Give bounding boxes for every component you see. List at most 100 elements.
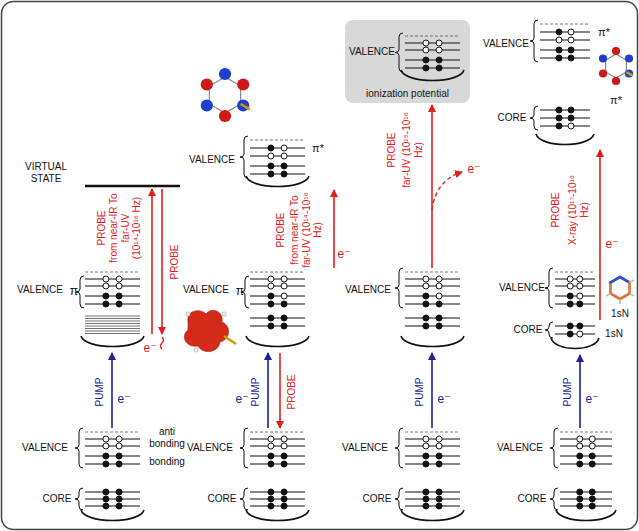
energy-level bbox=[85, 505, 140, 506]
ring-frame bbox=[209, 77, 240, 113]
energy-level bbox=[560, 438, 612, 439]
level-label: VALENCE bbox=[22, 442, 68, 454]
probe-arrow bbox=[431, 105, 433, 268]
energy-level bbox=[250, 147, 305, 148]
electron-dot bbox=[281, 293, 287, 299]
vibrational-hatch bbox=[85, 316, 140, 317]
electron-dot bbox=[103, 283, 109, 289]
energy-level bbox=[250, 155, 305, 156]
empty-level bbox=[405, 432, 460, 433]
energy-level bbox=[560, 491, 612, 492]
empty-level bbox=[85, 432, 140, 433]
energy-level bbox=[555, 285, 595, 286]
electron-dot bbox=[577, 453, 583, 459]
pump-label: PUMP bbox=[94, 378, 106, 407]
level-label: VALENCE bbox=[187, 442, 233, 454]
energy-level bbox=[250, 491, 305, 492]
electron-dot bbox=[567, 283, 573, 289]
electron-dot bbox=[436, 40, 442, 46]
electron-dot bbox=[568, 55, 574, 61]
vibrational-hatch bbox=[85, 318, 140, 319]
energy-level bbox=[540, 39, 590, 40]
energy-level bbox=[560, 498, 612, 499]
electron-dot bbox=[268, 453, 274, 459]
empty-level bbox=[250, 272, 305, 273]
box-fill bbox=[345, 20, 470, 103]
energy-level bbox=[405, 317, 460, 318]
electron-dot bbox=[103, 453, 109, 459]
electron-dot bbox=[556, 47, 562, 53]
level-brace bbox=[530, 106, 538, 130]
probe-arrow bbox=[161, 189, 163, 334]
electron-dot bbox=[423, 503, 429, 509]
electron-dot bbox=[268, 171, 274, 177]
orbital-lobe bbox=[599, 69, 607, 77]
empty-level bbox=[555, 272, 595, 273]
electron-dot bbox=[589, 489, 595, 495]
energy-level bbox=[85, 438, 140, 439]
potential-well bbox=[81, 336, 144, 347]
hydrogen-stick bbox=[630, 280, 634, 282]
substituent-stick bbox=[241, 104, 250, 109]
energy-level bbox=[555, 303, 595, 304]
electron-dot bbox=[436, 293, 442, 299]
energy-level bbox=[85, 303, 140, 304]
potential-well bbox=[246, 510, 309, 521]
energy-level bbox=[405, 295, 460, 296]
electron-dot bbox=[281, 153, 287, 159]
orbital-lobe bbox=[201, 99, 213, 111]
probe-arrow bbox=[151, 189, 153, 334]
bond-stick bbox=[620, 277, 630, 283]
level-label: π bbox=[70, 285, 78, 299]
electron-dot bbox=[103, 276, 109, 282]
bond-stick bbox=[610, 277, 620, 283]
energy-level bbox=[250, 285, 305, 286]
energy-level bbox=[405, 455, 460, 456]
energy-level bbox=[560, 455, 612, 456]
level-label: CORE bbox=[498, 112, 527, 124]
probe-label: X-ray (10¹⁷-10¹⁸ Hz) bbox=[567, 170, 590, 250]
electron-dot bbox=[103, 293, 109, 299]
energy-level bbox=[250, 173, 305, 174]
electron-dot bbox=[281, 436, 287, 442]
electron-dot bbox=[268, 145, 274, 151]
electron-dot bbox=[436, 283, 442, 289]
electron-dot bbox=[268, 489, 274, 495]
electron-dot bbox=[589, 496, 595, 502]
empty-level bbox=[560, 432, 612, 433]
energy-level bbox=[540, 125, 590, 126]
level-label: CORE bbox=[514, 324, 543, 336]
level-brace bbox=[550, 428, 558, 468]
electron-dot bbox=[268, 443, 274, 449]
energy-level bbox=[405, 42, 460, 43]
electron-label: e⁻ bbox=[143, 342, 156, 356]
electron-dot bbox=[281, 503, 287, 509]
level-label: VIRTUAL STATE bbox=[18, 161, 74, 184]
electron-dot bbox=[423, 57, 429, 63]
electron-dot bbox=[589, 503, 595, 509]
electron-dot bbox=[436, 503, 442, 509]
level-brace bbox=[240, 428, 248, 468]
electron-dot bbox=[281, 301, 287, 307]
energy-level bbox=[405, 67, 460, 68]
probe-label: PROBE bbox=[550, 192, 562, 227]
electron-dot bbox=[103, 436, 109, 442]
ejected-electron-arrow bbox=[432, 172, 462, 210]
level-label: VALENCE bbox=[17, 284, 63, 296]
electron-dot bbox=[568, 29, 574, 35]
electron-dot bbox=[268, 496, 274, 502]
energy-level bbox=[405, 49, 460, 50]
probe-label: PROBE bbox=[275, 212, 287, 247]
hydrogen-stick bbox=[630, 294, 634, 296]
electron-dot bbox=[281, 496, 287, 502]
electron-dot bbox=[436, 301, 442, 307]
bond-stick bbox=[628, 283, 631, 294]
vibrational-hatch bbox=[85, 333, 140, 334]
electron-dot bbox=[423, 453, 429, 459]
level-label: 1sN bbox=[611, 308, 629, 320]
electron-dot bbox=[281, 163, 287, 169]
energy-level bbox=[85, 285, 140, 286]
potential-well bbox=[401, 336, 464, 347]
energy-level bbox=[85, 445, 140, 446]
level-label: VALENCE bbox=[497, 442, 543, 454]
